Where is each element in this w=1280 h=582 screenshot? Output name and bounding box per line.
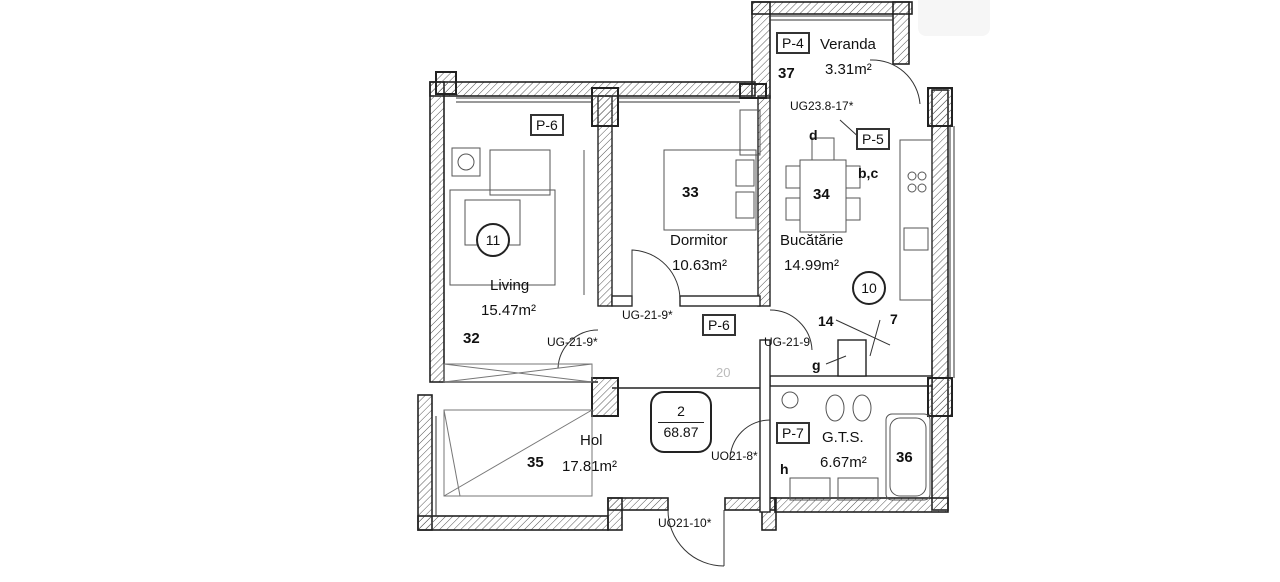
storage-hatch	[443, 363, 593, 497]
room-name-living: Living	[490, 277, 530, 294]
door-code-living: UG-21-9*	[547, 335, 598, 349]
ring-marker-living: 11	[476, 223, 510, 257]
room-area-hol: 17.81m²	[562, 458, 618, 475]
structural-columns	[435, 71, 953, 417]
room-area-living: 15.47m²	[481, 302, 537, 319]
room-name-veranda: Veranda	[820, 36, 876, 53]
corner-panel	[918, 0, 990, 36]
tag-bucatarie: P-5	[856, 128, 890, 150]
room-area-dormitor: 10.63m²	[672, 257, 728, 274]
faint-marker: 20	[716, 365, 731, 380]
room-name-dormitor: Dormitor	[670, 232, 728, 249]
apartment-summary-badge: 2 68.87	[650, 391, 712, 453]
room-number-bucatarie: 34	[813, 186, 830, 203]
marker-bc: b,c	[858, 165, 879, 181]
door-code-veranda: UG23.8-17*	[790, 99, 854, 113]
tag-living: P-6	[530, 114, 564, 136]
marker-h: h	[780, 461, 789, 477]
door-code-bathroom: UO21-8*	[711, 449, 758, 463]
room-area-veranda: 3.31m²	[825, 61, 872, 78]
summary-divider	[658, 421, 704, 423]
room-name-hol: Hol	[580, 432, 603, 449]
bathroom-fixtures	[781, 391, 931, 501]
tag-gts: P-7	[776, 422, 810, 444]
kitchen-furniture	[785, 137, 933, 301]
door-code-kitchen: UG-21-9	[764, 335, 811, 349]
room-area-bucatarie: 14.99m²	[784, 257, 840, 274]
room-number-gts: 36	[896, 449, 913, 466]
marker-d: d	[809, 127, 818, 143]
windows	[431, 15, 955, 516]
room-number-dormitor: 33	[682, 184, 699, 201]
summary-total-area: 68.87	[663, 423, 699, 440]
living-furniture	[449, 147, 585, 295]
room-number-veranda: 37	[778, 65, 795, 82]
door-swings	[557, 59, 921, 567]
marker-14: 14	[818, 313, 834, 329]
marker-g: g	[812, 357, 821, 373]
tag-hol: P-6	[702, 314, 736, 336]
summary-room-count: 2	[677, 403, 685, 420]
tag-veranda: P-4	[776, 32, 810, 54]
door-code-entrance: UO21-10*	[658, 516, 712, 530]
room-number-living: 32	[463, 330, 480, 347]
room-name-gts: G.T.S.	[822, 429, 864, 446]
room-name-bucatarie: Bucătărie	[780, 232, 844, 249]
room-number-hol: 35	[527, 454, 544, 471]
room-area-gts: 6.67m²	[820, 454, 867, 471]
door-code-bedroom: UG-21-9*	[622, 308, 673, 322]
ring-marker-bucatarie: 10	[852, 271, 886, 305]
outer-walls	[417, 1, 949, 531]
interior-walls	[444, 95, 933, 513]
marker-7: 7	[890, 311, 898, 327]
bedroom-furniture	[663, 109, 761, 231]
